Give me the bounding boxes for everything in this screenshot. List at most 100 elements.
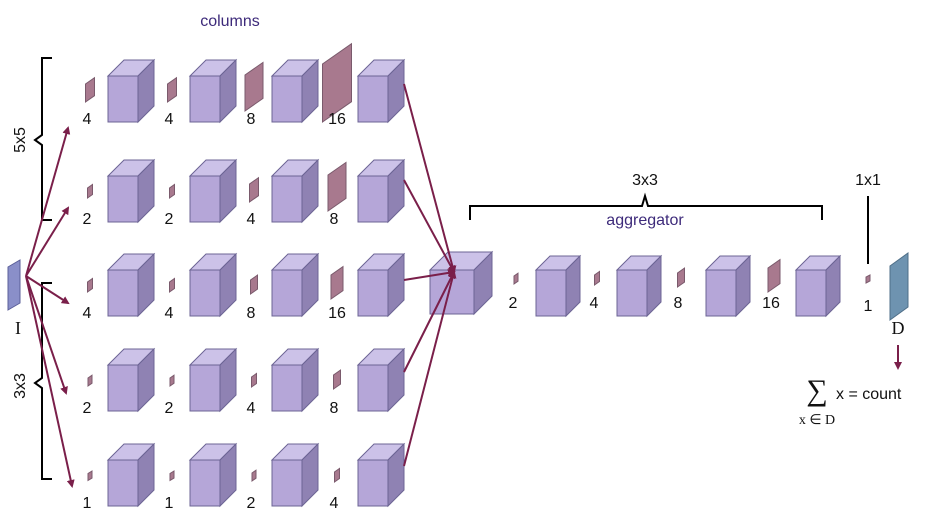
cube-front [535, 269, 567, 317]
dilation-kernel [169, 277, 175, 293]
cube-front [271, 459, 303, 507]
dilation-label: 2 [165, 400, 174, 417]
dilation-kernel [167, 76, 177, 103]
input-image [7, 259, 21, 311]
cube-front [616, 269, 648, 317]
aggregator-kernel [594, 270, 600, 286]
feature-map-cube [106, 442, 156, 508]
feature-map-cube [270, 58, 320, 124]
dilation-kernel [169, 470, 175, 482]
flow-arrow [25, 206, 70, 277]
aggregator-dilation-label: 2 [509, 295, 518, 312]
aggregator-dilation-label: 4 [590, 295, 599, 312]
dilation-label: 4 [165, 305, 174, 322]
dilation-kernel [249, 176, 259, 203]
cube-front [357, 364, 389, 412]
dilation-label: 8 [330, 211, 339, 228]
dilation-label: 4 [83, 305, 92, 322]
feature-map-cube [270, 442, 320, 508]
cube-front [271, 175, 303, 223]
aggregator-title: aggregator [606, 212, 684, 229]
cube-front [705, 269, 737, 317]
dilation-label: 4 [83, 111, 92, 128]
feature-map-cube [270, 347, 320, 413]
dilation-kernel [244, 61, 264, 112]
dilation-label: 4 [247, 400, 256, 417]
flow-arrow [25, 275, 68, 395]
dilation-kernel [87, 470, 93, 482]
feature-map-cube [188, 347, 238, 413]
columns-title: columns [200, 13, 260, 30]
dilation-label: 8 [330, 400, 339, 417]
input-label: I [15, 318, 21, 338]
cube-front [107, 269, 139, 317]
cube-front [189, 269, 221, 317]
aggregator-dilation-label: 8 [674, 295, 683, 312]
cube-front [271, 364, 303, 412]
cube-front [107, 459, 139, 507]
dilation-label: 1 [165, 495, 174, 512]
dilation-label: 4 [247, 211, 256, 228]
aggregator-cube [615, 254, 663, 318]
feature-map-cube [356, 158, 406, 224]
dilation-kernel [322, 42, 352, 123]
aggregator-kernel [513, 272, 519, 285]
output-label: D [892, 318, 905, 338]
flow-arrow [403, 83, 457, 274]
dilation-kernel [327, 161, 347, 212]
dilation-kernel [251, 469, 257, 482]
aggregator-kernel [677, 267, 685, 288]
dilation-label: 4 [330, 495, 339, 512]
feature-map-cube [356, 442, 406, 508]
aggregator-cube [794, 254, 842, 318]
aggregator-cube [534, 254, 582, 318]
dilation-kernel [334, 467, 340, 483]
dilation-label: 1 [83, 495, 92, 512]
final-dilation-label: 1 [864, 298, 873, 315]
arrow-layer [25, 83, 457, 488]
feature-map-cube [356, 58, 406, 124]
cube-front [189, 459, 221, 507]
column-row: 4 4 8 16 [83, 252, 406, 322]
brace-3x3 [33, 282, 52, 480]
dilation-label: 8 [247, 111, 256, 128]
feature-map-cube [188, 58, 238, 124]
cube-front [271, 75, 303, 123]
aggregator-kernel [767, 258, 781, 293]
feature-map-cube [106, 158, 156, 224]
feature-map-cube [188, 442, 238, 508]
cube-front [107, 364, 139, 412]
feature-map-cube [270, 158, 320, 224]
cube-front [189, 175, 221, 223]
dilation-kernel [87, 277, 93, 293]
io-layer [7, 252, 909, 321]
dilation-label: 4 [165, 111, 174, 128]
dilation-label: 2 [83, 400, 92, 417]
feature-map-cube [188, 252, 238, 318]
flow-arrow [403, 270, 457, 467]
group-5x5-label: 5x5 [12, 127, 29, 153]
dilation-label: 8 [247, 305, 256, 322]
density-map [889, 252, 909, 321]
cube-front [107, 75, 139, 123]
flow-arrow [25, 275, 75, 488]
cube-front [357, 459, 389, 507]
final-kernel [865, 274, 871, 284]
brace-aggregator [469, 192, 823, 220]
dilation-kernel [169, 374, 175, 387]
dilation-label: 16 [328, 305, 346, 322]
dilation-kernel [330, 265, 344, 300]
group-3x3-label: 3x3 [12, 373, 29, 399]
dilation-label: 2 [83, 211, 92, 228]
flow-arrow [403, 268, 456, 281]
column-row: 2 2 4 8 [83, 347, 406, 417]
aggregator-input-cube [428, 250, 494, 316]
cube-front [189, 364, 221, 412]
dilation-kernel [87, 183, 93, 199]
feature-map-cube [356, 252, 406, 318]
flow-arrow [25, 126, 71, 277]
